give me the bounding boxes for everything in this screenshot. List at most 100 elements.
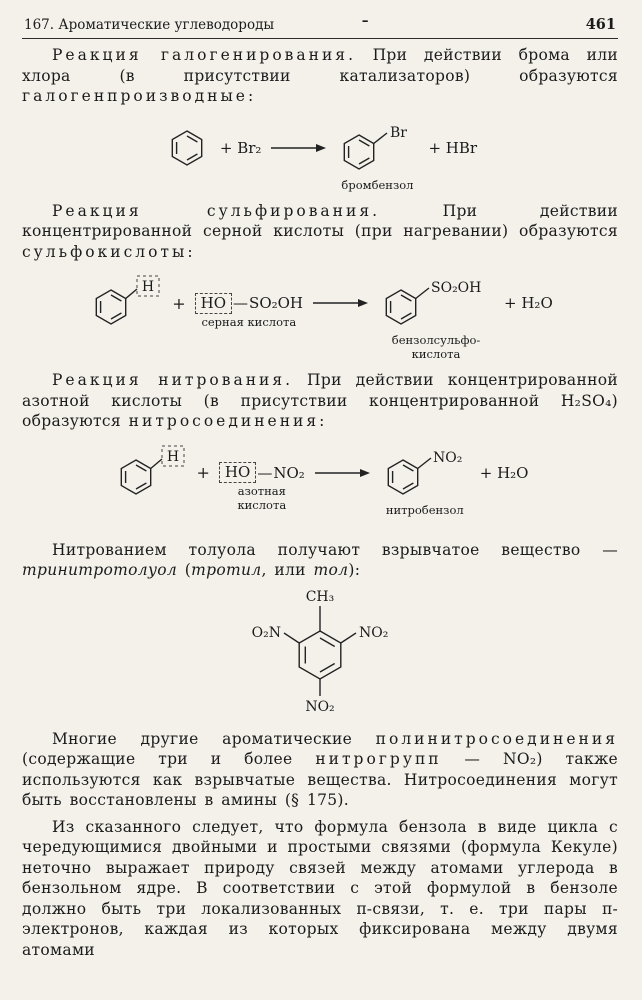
tnt-molecule: CH₃ NO₂ O₂N NO₂ — [252, 589, 389, 715]
substituent-bond — [149, 457, 162, 469]
byproduct-formula: + HBr — [428, 138, 478, 157]
body-text: При действии концентрированной серной ки… — [22, 201, 618, 241]
body-text: ): — [348, 561, 361, 579]
bromobenzene-structure: Br бромбензол — [335, 119, 419, 192]
methyl-label: CH₃ — [306, 589, 335, 605]
structure-caption: нитробензол — [385, 502, 464, 517]
benzene-structure — [171, 129, 203, 166]
emphasized-term: Реакция нитрования. — [52, 371, 294, 389]
caption-line: кислота — [411, 346, 461, 361]
arrow-head — [358, 299, 369, 307]
paragraph-nitration: Реакция нитрования. При действии концент… — [22, 370, 618, 432]
caption-line: азотная — [237, 484, 286, 498]
nitro-label-right: NO₂ — [359, 625, 388, 641]
ring-outline — [95, 289, 127, 325]
bond-dash: — — [233, 294, 249, 312]
acid-caption: серная кислота — [201, 314, 297, 329]
nitrobenzene-structure: NO₂ нитробензол — [379, 444, 471, 517]
benzene-structure: Br — [344, 125, 408, 170]
page-header: 167. Ароматические углеводороды – 461 — [22, 13, 618, 39]
double-bond-lines — [389, 294, 412, 320]
hydrogen-label: H — [166, 449, 178, 465]
page-number: 461 — [585, 16, 616, 33]
term-italic: тротил — [191, 561, 262, 579]
running-title: 167. Ароматические углеводороды — [24, 17, 275, 33]
book-page: 167. Ароматические углеводороды – 461 Ре… — [22, 13, 618, 961]
reagent-formula: + Br₂ — [219, 138, 262, 157]
double-bond-lines — [175, 134, 198, 161]
body-text: Из сказанного следует, что формула бензо… — [22, 817, 618, 959]
paragraph-polynitro: Многие другие ароматические полинитросое… — [22, 729, 618, 811]
benzene-structure: NO₂ — [387, 450, 462, 495]
benzene-h-structure: H — [112, 444, 188, 502]
body-text: При действии брома или хлора (в присутст… — [22, 46, 618, 85]
body-text: Многие другие ароматические — [52, 729, 376, 748]
term-italic: тол — [313, 561, 349, 579]
arrow-head — [359, 468, 370, 477]
sulfonation-diagram: H + HO—SO₂OH серная кислота SO₂OH бензол… — [22, 274, 618, 360]
scan-mark: – — [361, 13, 369, 29]
structure-caption: бензолсульфо- кислота — [391, 333, 481, 361]
reaction-arrow-icon — [313, 299, 369, 307]
bond-dash: — — [257, 463, 273, 482]
reaction-arrow-icon — [271, 143, 327, 152]
sulfuric-acid-group: HO—SO₂OH серная кислота — [194, 292, 304, 328]
benzene-structure: H — [120, 445, 185, 495]
emphasized-term: Реакция галогенирования. — [52, 46, 356, 64]
plus-sign: + — [196, 463, 210, 482]
benzene-structure: SO₂OH — [385, 280, 481, 325]
double-bond-lines — [391, 463, 414, 490]
trinitrotoluene-structure: CH₃ NO₂ O₂N NO₂ — [22, 585, 618, 719]
substituent-label: NO₂ — [433, 450, 462, 466]
double-bond-lines — [100, 294, 122, 320]
paragraph-kekule: Из сказанного следует, что формула бензо… — [22, 817, 618, 961]
emphasized-term: Реакция сульфирования. — [52, 201, 381, 220]
nitric-acid-group: HO—NO₂ азотная кислота — [218, 462, 305, 511]
body-text: : — [187, 242, 193, 261]
substituent-bond — [125, 288, 138, 300]
paragraph-tnt: Нитрованием толуола получают взрывчатое … — [22, 540, 618, 581]
emphasized-term: сульфокислоты — [22, 242, 188, 261]
emphasized-term: галогенпроизводные — [22, 87, 248, 105]
double-bond-lines — [348, 138, 371, 165]
caption-line: кислота — [237, 497, 287, 512]
caption-line: бензолсульфо- — [391, 333, 481, 347]
substituent-bond — [283, 631, 300, 644]
benzenesulfonic-acid-structure: SO₂OH бензолсульфо- кислота — [377, 274, 495, 360]
emphasized-term: нитросоединения — [128, 412, 320, 430]
body-text: : — [247, 87, 254, 105]
ring-outline — [171, 129, 203, 166]
dashed-highlight-box — [161, 445, 185, 466]
body-text: (содержащие три и более — [22, 750, 316, 768]
arrow-head — [316, 143, 327, 152]
double-bond-lines — [304, 636, 336, 673]
ring-outline — [120, 458, 151, 495]
nitro-label-left: O₂N — [252, 625, 281, 641]
substituent-bond — [417, 456, 432, 469]
body-text: При действии концентрированной азотной к… — [22, 371, 619, 430]
structure-caption: бромбензол — [341, 177, 414, 192]
acid-formula: NO₂ — [273, 463, 305, 482]
dashed-highlight-box — [136, 275, 160, 297]
halogenation-diagram: + Br₂ Br бромбензол + HBr — [22, 119, 618, 192]
body-text: , или — [261, 561, 314, 579]
reaction-arrow-icon — [314, 468, 370, 477]
hydroxyl-boxed: HO — [218, 462, 257, 483]
body-text: — NO₂) также используются как взрывчатые… — [22, 750, 618, 809]
substituent-label: Br — [390, 125, 407, 141]
emphasized-term: нитрогрупп — [315, 750, 442, 768]
acid-formula: SO₂OH — [249, 294, 304, 312]
substituent-bond — [373, 131, 388, 144]
benzene-structure: H — [95, 275, 160, 325]
nitro-label-bottom: NO₂ — [305, 699, 334, 715]
byproduct-formula: + H₂O — [504, 294, 553, 312]
plus-sign: + — [172, 293, 186, 313]
body-text: ( — [177, 561, 192, 579]
nitration-diagram: H + HO—NO₂ азотная кислота NO₂ нитробе — [22, 444, 618, 517]
acid-caption: азотная кислота — [237, 484, 287, 512]
body-text: : — [319, 412, 325, 430]
paragraph-sulfonation: Реакция сульфирования. При действии конц… — [22, 201, 618, 263]
acid-formula-line: HO—NO₂ — [218, 462, 305, 483]
paragraph-halogenation: Реакция галогенирования. При действии бр… — [22, 45, 618, 107]
hydroxyl-boxed: HO — [194, 292, 233, 314]
